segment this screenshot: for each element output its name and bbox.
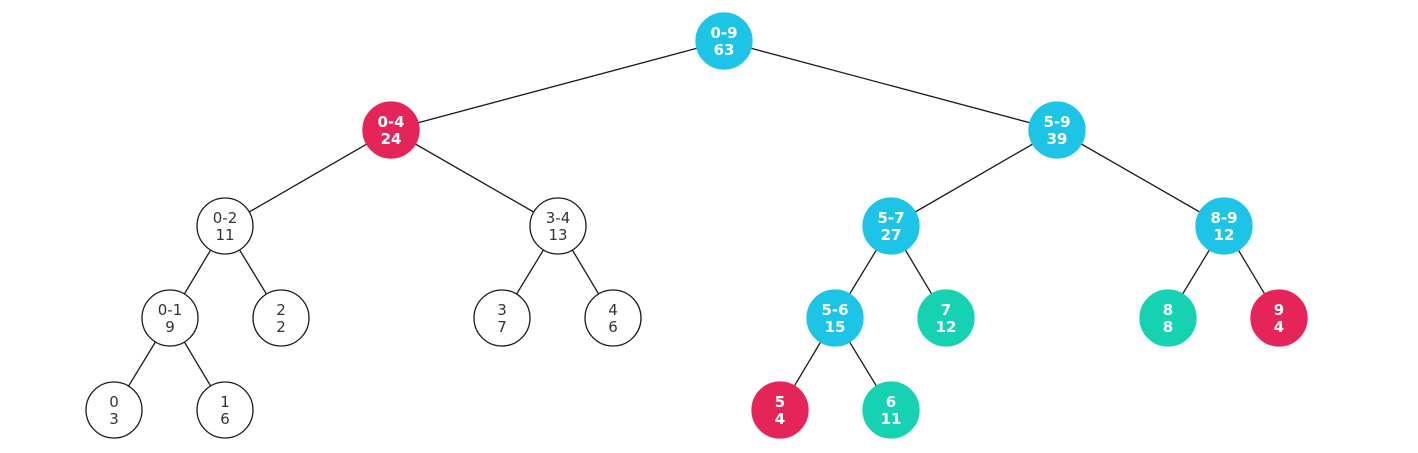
tree-node-n59: 5-939 xyxy=(1028,101,1086,159)
node-sum-label: 11 xyxy=(215,226,234,244)
node-sum-label: 13 xyxy=(548,226,567,244)
edge-n59-n89 xyxy=(1056,129,1225,227)
node-sum-label: 15 xyxy=(825,318,846,336)
node-range-label: 5-6 xyxy=(821,301,848,319)
node-range-label: 8-9 xyxy=(1210,209,1237,227)
node-circle xyxy=(473,289,531,347)
node-sum-label: 4 xyxy=(775,410,785,428)
node-sum-label: 24 xyxy=(381,130,402,148)
edge-n09-n59 xyxy=(723,40,1058,131)
node-circle xyxy=(917,289,975,347)
node-sum-label: 11 xyxy=(881,410,902,428)
tree-node-n3: 37 xyxy=(473,289,531,347)
node-circle xyxy=(862,381,920,439)
edge-n04-n02 xyxy=(224,129,392,227)
tree-node-n56: 5-615 xyxy=(806,289,864,347)
node-range-label: 1 xyxy=(220,393,230,411)
node-sum-label: 2 xyxy=(276,318,286,336)
tree-node-n6: 611 xyxy=(862,381,920,439)
node-range-label: 0-4 xyxy=(377,113,404,131)
tree-node-n34: 3-413 xyxy=(529,197,587,255)
tree-node-n9: 94 xyxy=(1250,289,1308,347)
node-sum-label: 12 xyxy=(936,318,957,336)
node-range-label: 5-7 xyxy=(877,209,904,227)
tree-node-n2: 22 xyxy=(252,289,310,347)
node-circle xyxy=(862,197,920,255)
node-circle xyxy=(1195,197,1253,255)
node-circle xyxy=(196,381,254,439)
node-sum-label: 3 xyxy=(109,410,119,428)
edges-layer xyxy=(113,40,1280,411)
node-range-label: 0 xyxy=(109,393,119,411)
node-circle xyxy=(1250,289,1308,347)
node-sum-label: 7 xyxy=(497,318,507,336)
node-circle xyxy=(695,12,753,70)
tree-node-n01: 0-19 xyxy=(141,289,199,347)
node-circle xyxy=(85,381,143,439)
node-circle xyxy=(806,289,864,347)
node-sum-label: 12 xyxy=(1214,226,1235,244)
node-sum-label: 39 xyxy=(1047,130,1068,148)
edge-n59-n57 xyxy=(890,129,1058,227)
tree-node-n8: 88 xyxy=(1139,289,1197,347)
node-circle xyxy=(196,197,254,255)
tree-node-n57: 5-727 xyxy=(862,197,920,255)
edge-n04-n34 xyxy=(390,129,559,227)
node-circle xyxy=(362,101,420,159)
node-sum-label: 63 xyxy=(714,41,735,59)
node-range-label: 3-4 xyxy=(546,209,571,227)
node-sum-label: 6 xyxy=(220,410,230,428)
node-sum-label: 27 xyxy=(881,226,902,244)
edge-n09-n04 xyxy=(390,40,725,131)
tree-node-n09: 0-963 xyxy=(695,12,753,70)
node-range-label: 0-2 xyxy=(213,209,238,227)
tree-node-n1: 16 xyxy=(196,381,254,439)
node-range-label: 5 xyxy=(775,393,785,411)
node-range-label: 6 xyxy=(886,393,896,411)
tree-node-n89: 8-912 xyxy=(1195,197,1253,255)
node-circle xyxy=(1028,101,1086,159)
tree-node-n0: 03 xyxy=(85,381,143,439)
node-range-label: 8 xyxy=(1163,301,1173,319)
tree-node-n02: 0-211 xyxy=(196,197,254,255)
node-circle xyxy=(751,381,809,439)
node-range-label: 0-9 xyxy=(710,24,737,42)
node-range-label: 5-9 xyxy=(1043,113,1070,131)
node-range-label: 4 xyxy=(608,301,618,319)
node-range-label: 7 xyxy=(941,301,951,319)
node-range-label: 3 xyxy=(497,301,507,319)
node-circle xyxy=(252,289,310,347)
node-range-label: 0-1 xyxy=(158,301,183,319)
node-sum-label: 4 xyxy=(1274,318,1284,336)
tree-node-n7: 712 xyxy=(917,289,975,347)
node-circle xyxy=(1139,289,1197,347)
node-range-label: 9 xyxy=(1274,301,1284,319)
node-circle xyxy=(141,289,199,347)
node-circle xyxy=(584,289,642,347)
tree-node-n4: 46 xyxy=(584,289,642,347)
node-circle xyxy=(529,197,587,255)
tree-node-n5: 54 xyxy=(751,381,809,439)
node-sum-label: 8 xyxy=(1163,318,1173,336)
node-sum-label: 9 xyxy=(165,318,175,336)
tree-node-n04: 0-424 xyxy=(362,101,420,159)
node-sum-label: 6 xyxy=(608,318,618,336)
nodes-layer: 0-9630-4245-9390-2113-4135-7278-9120-192… xyxy=(85,12,1308,439)
node-range-label: 2 xyxy=(276,301,286,319)
